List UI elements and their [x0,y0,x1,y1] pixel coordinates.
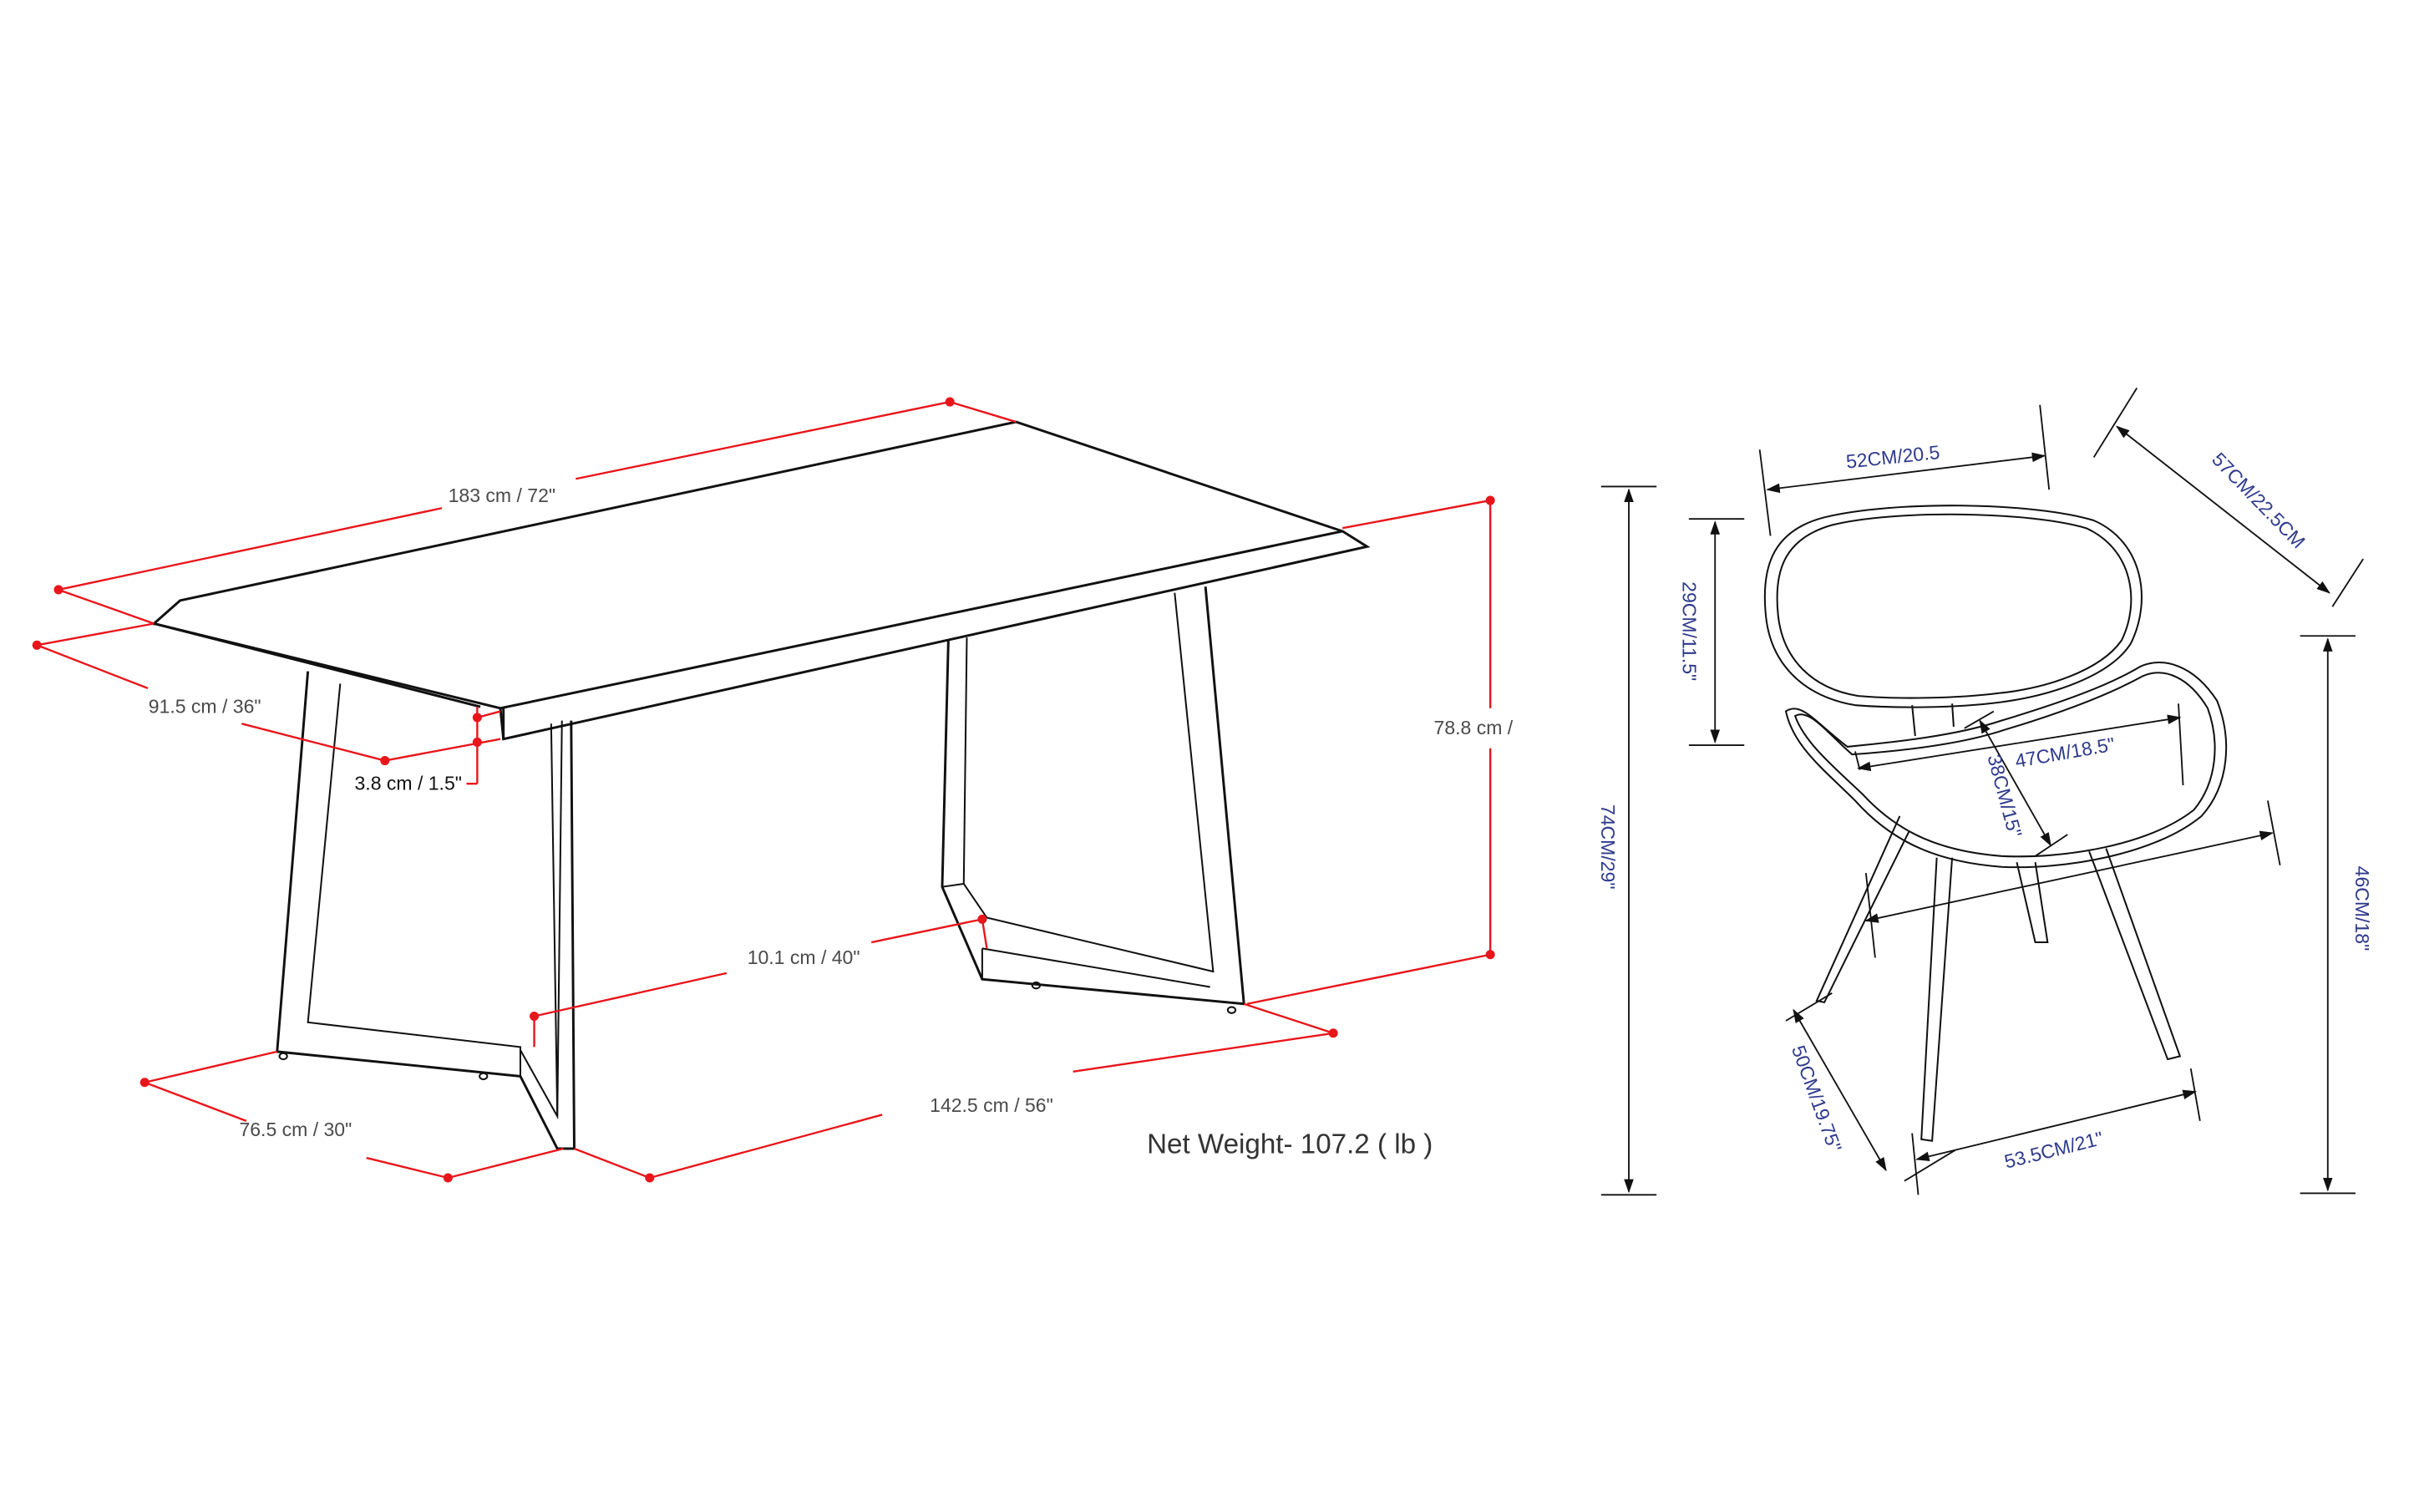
dim-table-thickness: 3.8 cm / 1.5" [355,707,501,794]
chair-back-width-label: 52CM/20.5 [1845,441,1941,473]
dim-chair-depth: 57CM/22.5CM [2092,388,2364,607]
table-base-width-label: 76.5 cm / 30" [239,1119,352,1140]
chair-footprint-width-label: 53.5CM/21" [2002,1127,2105,1172]
chair-drawing [1763,505,2228,1142]
dim-chair-seat-height: 46CM/18" [2300,635,2373,1195]
dim-table-height: 78.8 cm / [1246,495,1514,1005]
dim-table-leg-gap: 10.1 cm / 40" [530,914,988,1048]
table-leg-left [276,671,576,1150]
dim-chair-back-height: 29CM/11.5" [1679,518,1745,747]
dim-chair-seat-diagonal [1864,800,2281,958]
chair-back-height-label: 29CM/11.5" [1679,581,1701,681]
net-weight-label: Net Weight- 107.2 ( lb ) [1147,1129,1433,1160]
dim-chair-footprint-width: 53.5CM/21" [1911,1068,2201,1195]
chair-seat-width-label: 47CM/18.5" [2013,733,2116,773]
dim-table-length: 183 cm / 72" [53,397,1017,625]
dim-table-base-length: 142.5 cm / 56" [574,1002,1338,1183]
dim-table-base-width: 76.5 cm / 30" [139,1050,564,1183]
table-top [152,420,1371,741]
table-length-label: 183 cm / 72" [449,485,555,506]
table-leg-right [941,586,1245,1014]
table-drawing [152,420,1371,1150]
chair-total-height-label: 74CM/29" [1597,804,1619,890]
table-leg-gap-label: 10.1 cm / 40" [748,946,860,968]
chair-backrest [1763,505,2143,737]
dim-chair-footprint-depth: 50CM/19.75" [1785,992,1956,1182]
dim-chair-seat-depth: 38CM/15" [1964,710,2068,857]
dim-chair-total-height: 74CM/29" [1597,485,1657,1196]
table-height-label: 78.8 cm / [1434,717,1514,738]
table-dimensions: 183 cm / 72" 91.5 cm / 36" 3.8 cm / 1.5" [32,397,1514,1183]
chair-footprint-depth-label: 50CM/19.75" [1788,1043,1846,1154]
chair-seat-height-label: 46CM/18" [2351,866,2373,951]
table-base-length-label: 142.5 cm / 56" [930,1094,1053,1116]
chair-dimensions: 52CM/20.5 57CM/22.5CM 29CM/11.5" 74CM/29… [1597,388,2373,1196]
table-depth-label: 91.5 cm / 36" [149,695,261,717]
table-thickness-label: 3.8 cm / 1.5" [355,773,462,794]
